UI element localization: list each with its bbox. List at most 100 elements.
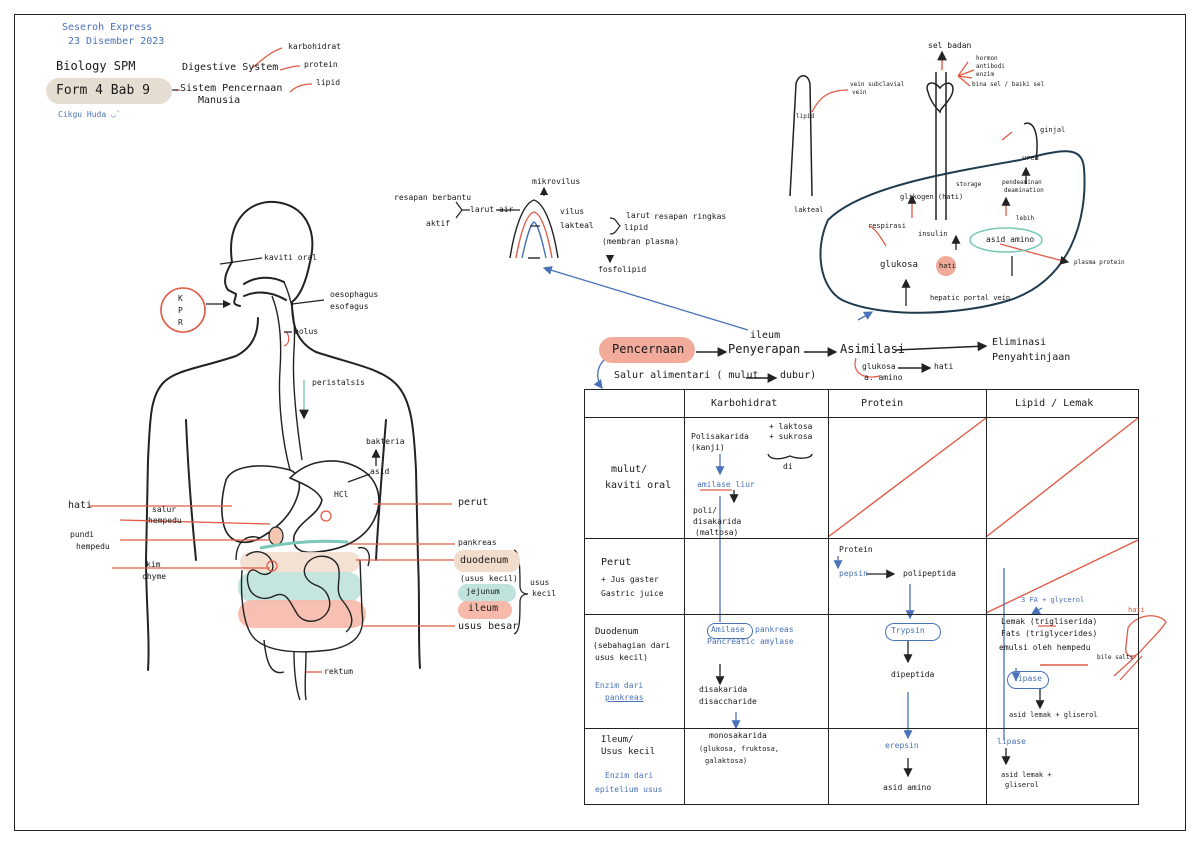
duodenum-amilase: Amilase: [711, 625, 745, 634]
perut-label-3: Gastric juice: [601, 589, 664, 598]
liver-respirasi: respirasi: [868, 222, 906, 230]
perut-pepsin: pepsin: [839, 569, 868, 578]
row-perut-label: Perut + Jus gaster Gastric juice: [584, 538, 685, 615]
duodenum-label-1: Duodenum: [595, 627, 639, 637]
villus-aktif: aktif: [426, 219, 451, 228]
duodenum-enzim-1: Enzim dari: [595, 681, 644, 690]
label-jejunum: jejunum: [466, 587, 500, 596]
row-mulut-protein: [828, 417, 987, 539]
mulut-produk-2: disakarida: [693, 517, 742, 526]
label-esofagus: esofagus: [330, 302, 369, 311]
liver-deamination: deamination: [1004, 187, 1044, 194]
row-duodenum-protein: Trypsin dipeptida: [828, 614, 987, 729]
row-duodenum-karbo: Amilase pankreas Pancreatic amylase disa…: [684, 614, 829, 729]
villus-drawing: [509, 199, 559, 259]
liver-hati: hati: [939, 262, 956, 270]
perut-protein: Protein: [839, 545, 873, 554]
flow-asimilasi: Asimilasi: [840, 342, 906, 356]
liver-lebih: lebih: [1016, 215, 1035, 222]
table-header-row: Karbohidrat Protein Lipid / Lemak: [584, 389, 1139, 418]
duodenum-hasil: asid lemak + gliserol: [1009, 711, 1098, 719]
flow-pencernaan: Pencernaan: [612, 342, 685, 356]
topic-malay-1: Sistem Pencernaan: [180, 83, 283, 94]
duodenum-lipase: lipase: [1013, 674, 1042, 683]
liver-circulation: [789, 72, 1086, 314]
table-row-mulut: mulut/ kaviti oral Polisakarida (kanji) …: [584, 417, 1139, 539]
table-row-ileum: Ileum/ Usus kecil Enzim dari epitelium u…: [584, 728, 1139, 805]
label-bakteria: bakteria: [366, 437, 405, 446]
perut-lipid-note: 3 FA + glycerol: [1021, 596, 1085, 604]
flow-hati: hati: [934, 362, 954, 371]
villus-mikrovilus: mikrovilus: [532, 177, 581, 186]
liver-bina-sel: bina sel / baiki sel: [972, 81, 1045, 88]
label-oesophagus: oesophagus: [330, 290, 379, 299]
villus-lipid: lipid: [624, 223, 649, 232]
flow-dubur: dubur): [780, 370, 817, 381]
chapter-label: Form 4 Bab 9: [56, 83, 150, 98]
ileum-mono-2: (glukosa, fruktosa,: [699, 745, 780, 753]
row-mulut-karbo: Polisakarida (kanji) + laktosa + sukrosa…: [684, 417, 829, 539]
label-usus-kecil-paren: (usus kecil): [460, 574, 518, 583]
liver-lipid: lipid: [796, 113, 815, 120]
liver-ginjal: ginjal: [1040, 126, 1066, 134]
mulut-label-1: mulut/: [611, 464, 648, 475]
flow-penyerapan: Penyerapan: [728, 342, 801, 356]
perut-polipeptida: polipeptida: [903, 569, 956, 578]
row-ileum-label: Ileum/ Usus kecil Enzim dari epitelium u…: [584, 728, 685, 805]
label-duodenum: duodenum: [460, 555, 509, 566]
mulut-di-3: di: [783, 462, 793, 471]
duodenum-fats: Fats (triglycerides): [1001, 629, 1098, 638]
liver-insulin: insulin: [918, 230, 948, 238]
label-usus: usus: [530, 578, 550, 587]
ileum-hasil-1: asid lemak +: [1001, 771, 1052, 779]
intestines: [235, 536, 370, 701]
esophagus: [271, 281, 303, 471]
villus-vilus: vilus: [560, 207, 585, 216]
row-perut-protein: Protein pepsin polipeptida: [828, 538, 987, 615]
label-salur-1: salur: [152, 505, 177, 514]
label-pundi-2: hempedu: [76, 542, 110, 551]
liver-glukosa: glukosa: [880, 260, 918, 270]
chapter-highlight: [46, 78, 172, 104]
liver-glikogen: glikogen (hati): [900, 193, 964, 201]
row-duodenum-label: Duodenum (sebahagian dari usus kecil) En…: [584, 614, 685, 729]
flow-eliminasi: Eliminasi: [992, 337, 1047, 348]
duodenum-disakarida: disakarida: [699, 685, 748, 694]
liver-plasma-protein: plasma protein: [1074, 259, 1125, 266]
label-k: K: [178, 294, 183, 303]
topic-english: Digestive System: [182, 62, 279, 73]
table-header-karbo: Karbohidrat: [684, 389, 829, 418]
flow-salur-alimentari: Salur alimentari ( mulut: [614, 370, 759, 381]
table-header-empty: [584, 389, 685, 418]
ileum-label-2: Usus kecil: [601, 747, 656, 757]
lipase-oval: [1007, 671, 1049, 689]
duodenum-label-3: usus kecil): [595, 653, 648, 662]
liver-sel-badan: sel badan: [928, 41, 972, 50]
row-ileum-karbo: monosakarida (glukosa, fruktosa, galakto…: [684, 728, 829, 805]
label-r: R: [178, 318, 183, 327]
mulut-amilase: amilase liur: [697, 480, 755, 489]
duodenum-dipeptida: dipeptida: [891, 670, 935, 679]
villus-larut: larut: [626, 211, 651, 220]
table-header-lipid: Lipid / Lemak: [986, 389, 1139, 418]
row-ileum-protein: erepsin asid amino: [828, 728, 987, 805]
perut-label-1: Perut: [601, 557, 632, 568]
branch-protein: protein: [304, 60, 338, 69]
mulut-di-2: + sukrosa: [769, 432, 813, 441]
liver-vein: vein: [852, 89, 867, 96]
villus-fosfolipid: fosfolipid: [598, 265, 647, 274]
villus-resapan-ringkas: resapan ringkas: [654, 212, 727, 221]
liver-lakteal: lakteal: [794, 206, 824, 214]
trypsin-oval: [885, 623, 941, 641]
label-ileum: ileum: [468, 603, 499, 614]
label-rektum: rektum: [324, 667, 353, 676]
row-duodenum-lipid: Lemak (trigliserida) Fats (triglycerides…: [986, 614, 1139, 729]
liver-antibodi: antibodi: [976, 63, 1005, 70]
label-salur-2: hempedu: [148, 516, 182, 525]
liver-urea: urea: [1022, 154, 1039, 162]
duodenum-enzim-2: pankreas: [605, 693, 644, 702]
duodenum-hati-note: hati: [1128, 606, 1145, 614]
mulut-poli-1: Polisakarida: [691, 432, 749, 441]
duodenum-amilase-note-2: Pancreatic amylase: [707, 637, 794, 646]
table-row-duodenum: Duodenum (sebahagian dari usus kecil) En…: [584, 614, 1139, 729]
